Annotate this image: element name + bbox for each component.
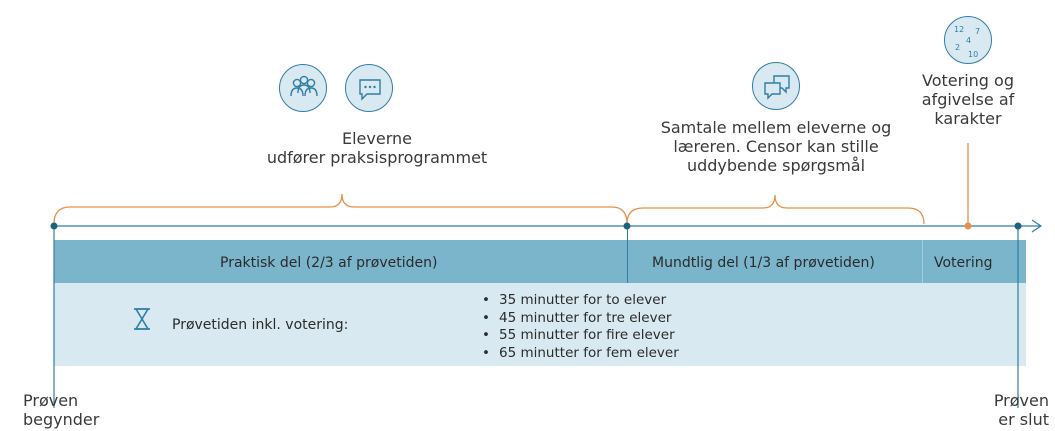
start-label-line2: begynder bbox=[23, 410, 100, 429]
list-item: 65 minutter for fem elever bbox=[482, 345, 679, 363]
brace-oral bbox=[626, 194, 925, 225]
voting-caption-line1: Votering og bbox=[922, 71, 1014, 90]
practical-caption-line1: Eleverne bbox=[342, 129, 412, 148]
oral-caption-line2: læreren. Censor kan stille bbox=[673, 137, 879, 156]
hourglass-icon bbox=[133, 308, 151, 334]
group-people-icon bbox=[279, 64, 327, 112]
speech-bubble-icon bbox=[345, 64, 393, 112]
divider-practical-oral bbox=[627, 226, 628, 283]
start-label: Prøven begynder bbox=[23, 391, 99, 429]
voting-caption-line2: afgivelse af bbox=[921, 90, 1015, 109]
end-label: Prøven er slut bbox=[985, 391, 1049, 429]
end-label-line2: er slut bbox=[998, 410, 1049, 429]
brace-practical bbox=[53, 193, 628, 225]
grade-2: 2 bbox=[955, 43, 960, 52]
duration-label: Prøvetiden inkl. votering: bbox=[172, 317, 349, 333]
voting-caption: Votering og afgivelse af karakter bbox=[908, 71, 1028, 128]
list-item: 35 minutter for to elever bbox=[482, 292, 679, 310]
end-dot bbox=[1014, 222, 1022, 230]
grade-7: 7 bbox=[975, 27, 980, 36]
voting-caption-line3: karakter bbox=[934, 109, 1002, 128]
duration-list: 35 minutter for to elever 45 minutter fo… bbox=[482, 292, 679, 362]
start-label-line1: Prøven bbox=[23, 391, 79, 410]
oral-band-label: Mundtlig del (1/3 af prøvetiden) bbox=[652, 255, 875, 271]
timeline-arrowhead bbox=[1031, 219, 1043, 233]
grade-4: 4 bbox=[966, 36, 971, 45]
grade-12: 12 bbox=[954, 25, 964, 34]
end-label-line1: Prøven bbox=[993, 391, 1049, 410]
oral-caption: Samtale mellem eleverne og læreren. Cens… bbox=[640, 118, 912, 175]
oral-caption-line1: Samtale mellem eleverne og bbox=[660, 118, 892, 137]
practical-caption-line2: udfører praksisprogrammet bbox=[266, 148, 488, 167]
grade-10: 10 bbox=[968, 50, 978, 59]
practical-caption: Eleverne udfører praksisprogrammet bbox=[252, 129, 502, 167]
list-item: 45 minutter for tre elever bbox=[482, 310, 679, 328]
divider-oral-voting bbox=[922, 240, 923, 283]
grades-icon: 12 7 4 2 10 bbox=[944, 16, 992, 64]
oral-caption-line3: uddybende spørgsmål bbox=[686, 156, 866, 175]
voting-dot bbox=[964, 222, 972, 230]
voting-band-label: Votering bbox=[934, 255, 993, 271]
oral-start-dot bbox=[623, 222, 631, 230]
practical-band-label: Praktisk del (2/3 af prøvetiden) bbox=[220, 255, 438, 271]
conversation-icon bbox=[752, 62, 800, 110]
start-dot bbox=[50, 222, 58, 230]
phase-band bbox=[54, 240, 1026, 283]
list-item: 55 minutter for fire elever bbox=[482, 327, 679, 345]
